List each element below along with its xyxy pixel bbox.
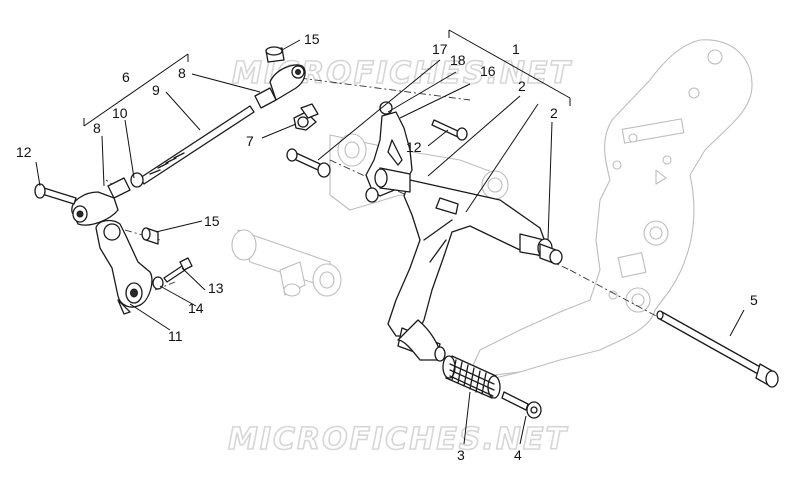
small-gear-lever [95, 219, 153, 315]
long-pivot-bolt [656, 310, 779, 388]
frame-tube-ghost [231, 229, 342, 297]
callout-5: 5 [750, 292, 758, 308]
callout-15-lower: 15 [204, 213, 220, 229]
callout-16: 16 [480, 63, 496, 79]
callout-labels: 1 2 2 3 4 5 6 7 8 8 9 10 11 12 12 13 14 … [16, 31, 758, 463]
center-bolts [286, 119, 468, 178]
callout-2-right: 2 [550, 105, 558, 121]
callout-6: 6 [122, 69, 130, 85]
callout-11: 11 [168, 328, 183, 344]
callout-4: 4 [514, 447, 522, 463]
callout-9: 9 [152, 82, 160, 98]
callout-13: 13 [208, 280, 224, 296]
callout-3: 3 [457, 447, 465, 463]
callout-14: 14 [188, 300, 204, 316]
callout-17: 17 [432, 41, 448, 57]
callout-8-lower: 8 [93, 120, 101, 136]
watermark-bottom: MICROFICHES.NET [228, 422, 569, 457]
small-lever-fasteners [141, 227, 193, 290]
bolt-left [34, 183, 77, 205]
callout-2-upper: 2 [518, 78, 526, 94]
frame-plate-ghost [469, 39, 753, 379]
gear-linkage-rod [71, 64, 306, 226]
callout-18: 18 [450, 52, 466, 68]
callout-10: 10 [112, 105, 128, 121]
top-nuts [265, 46, 319, 131]
callout-12-right: 12 [406, 139, 422, 155]
callout-7: 7 [246, 133, 254, 149]
main-gear-lever [374, 167, 563, 362]
leader-lines [35, 29, 745, 445]
callout-12-left: 12 [16, 144, 32, 160]
callout-1: 1 [512, 41, 520, 57]
foot-peg-rubber [442, 355, 501, 399]
callout-8-upper: 8 [178, 65, 186, 81]
foot-peg-bolt [501, 391, 542, 419]
callout-15-top: 15 [304, 31, 320, 47]
